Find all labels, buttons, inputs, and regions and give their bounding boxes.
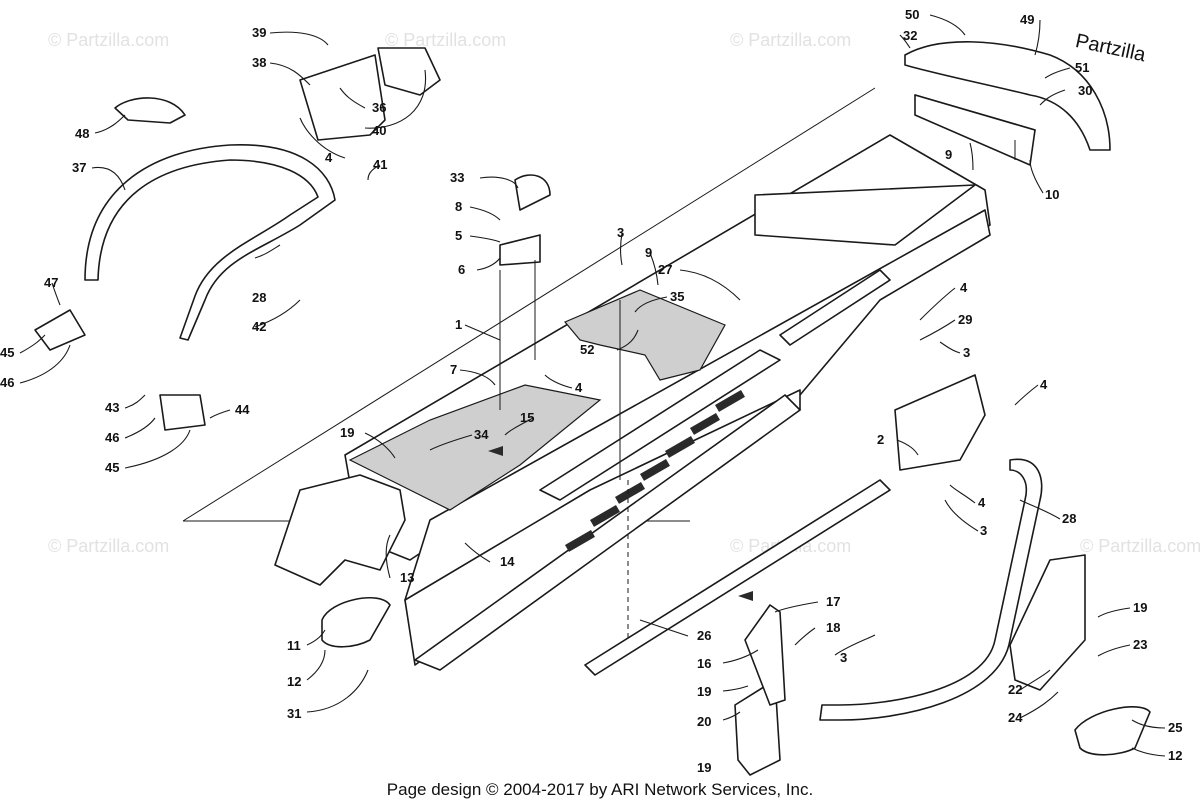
watermark: © Partzilla.com	[1080, 536, 1200, 556]
callout-10: 10	[1045, 187, 1059, 202]
callout-27: 27	[658, 262, 672, 277]
callout-7: 7	[450, 362, 457, 377]
callout-36: 36	[372, 100, 386, 115]
callout-4: 4	[325, 150, 333, 165]
callout-19: 19	[697, 684, 711, 699]
callout-30: 30	[1078, 83, 1092, 98]
callout-49: 49	[1020, 12, 1034, 27]
callout-12: 12	[287, 674, 301, 689]
grab-bar	[84, 144, 336, 341]
bumper-bar	[819, 458, 1043, 721]
step-pad	[1074, 706, 1151, 756]
callout-22: 22	[1008, 682, 1022, 697]
callout-labels: 39 38 36 40 48 37 4 41 33 8 5 6 1 3 9 27…	[0, 7, 1182, 775]
callout-42: 42	[252, 319, 266, 334]
arrow-icon	[738, 591, 753, 601]
callout-31: 31	[287, 706, 301, 721]
callout-46: 46	[0, 375, 14, 390]
watermark: © Partzilla.com	[48, 30, 169, 50]
callout-2: 2	[877, 432, 884, 447]
callout-17: 17	[826, 594, 840, 609]
callout-14: 14	[500, 554, 515, 569]
callout-12: 12	[1168, 748, 1182, 763]
callout-23: 23	[1133, 637, 1147, 652]
watermark: © Partzilla.com	[730, 30, 851, 50]
callout-28: 28	[252, 290, 266, 305]
callout-48: 48	[75, 126, 89, 141]
side-bracket	[34, 309, 86, 351]
callout-1: 1	[455, 317, 462, 332]
callout-3: 3	[840, 650, 847, 665]
callout-29: 29	[958, 312, 972, 327]
reference-line	[182, 87, 876, 522]
hinge-arm	[744, 604, 786, 706]
callout-4: 4	[978, 495, 986, 510]
callout-4: 4	[1040, 377, 1048, 392]
callout-41: 41	[373, 157, 387, 172]
callout-9: 9	[645, 245, 652, 260]
callout-35: 35	[670, 289, 684, 304]
running-board	[414, 390, 801, 671]
cap-piece	[514, 174, 551, 211]
watermark: © Partzilla.com	[385, 30, 506, 50]
callout-16: 16	[697, 656, 711, 671]
callout-25: 25	[1168, 720, 1182, 735]
callout-37: 37	[72, 160, 86, 175]
callout-50: 50	[905, 7, 919, 22]
callout-43: 43	[105, 400, 119, 415]
callout-6: 6	[458, 262, 465, 277]
callout-28: 28	[1062, 511, 1076, 526]
callout-19: 19	[1133, 600, 1147, 615]
callout-13: 13	[400, 570, 414, 585]
callout-40: 40	[372, 123, 386, 138]
rear-plate	[914, 94, 1036, 166]
callout-52: 52	[580, 342, 594, 357]
callout-45: 45	[0, 345, 14, 360]
chassis-tunnel	[274, 134, 991, 666]
bracket-block	[377, 47, 441, 96]
callout-32: 32	[903, 28, 917, 43]
arrow-icon	[488, 446, 503, 456]
end-cap	[114, 97, 186, 124]
callout-3: 3	[963, 345, 970, 360]
mount-plate	[894, 374, 986, 471]
callout-4: 4	[575, 380, 583, 395]
callout-26: 26	[697, 628, 711, 643]
callout-9: 9	[945, 147, 952, 162]
callout-11: 11	[287, 638, 301, 653]
mount-block	[499, 234, 541, 266]
callout-46: 46	[105, 430, 119, 445]
leader-lines	[19, 14, 1166, 757]
callout-33: 33	[450, 170, 464, 185]
callout-3: 3	[980, 523, 987, 538]
watermark: © Partzilla.com	[48, 536, 169, 556]
callout-24: 24	[1008, 710, 1023, 725]
side-rail	[584, 479, 891, 676]
callout-38: 38	[252, 55, 266, 70]
callout-3: 3	[617, 225, 624, 240]
callout-39: 39	[252, 25, 266, 40]
rear-cover-plate	[754, 184, 976, 246]
foot-plate	[1009, 554, 1086, 691]
callout-45: 45	[105, 460, 119, 475]
callout-20: 20	[697, 714, 711, 729]
callout-47: 47	[44, 275, 58, 290]
callout-5: 5	[455, 228, 462, 243]
callout-18: 18	[826, 620, 840, 635]
callout-51: 51	[1075, 60, 1089, 75]
callout-34: 34	[474, 427, 489, 442]
callout-8: 8	[455, 199, 462, 214]
side-bracket	[159, 394, 206, 431]
callout-15: 15	[520, 410, 534, 425]
footer-copyright: Page design © 2004-2017 by ARI Network S…	[386, 780, 814, 799]
step-pad	[321, 597, 391, 648]
callout-44: 44	[235, 402, 250, 417]
callout-19: 19	[697, 760, 711, 775]
callout-19: 19	[340, 425, 354, 440]
callout-4: 4	[960, 280, 968, 295]
